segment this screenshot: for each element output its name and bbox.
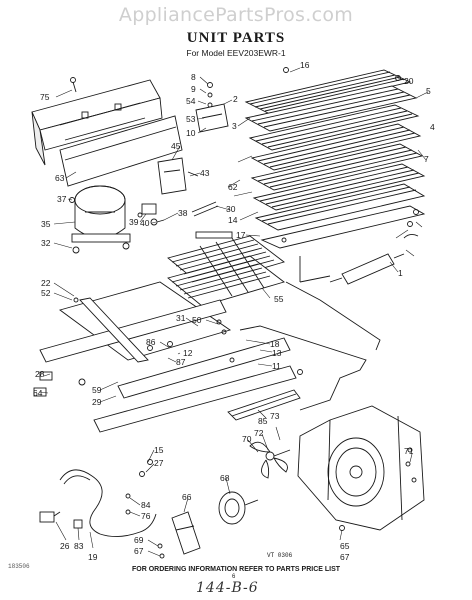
callout-label: 19 bbox=[88, 552, 98, 562]
callout-label: 13 bbox=[272, 348, 282, 358]
callout-label: 76 bbox=[141, 511, 151, 521]
callout-label: 66 bbox=[182, 492, 192, 502]
drier-drawing bbox=[157, 157, 199, 195]
callout-label: 29 bbox=[92, 397, 102, 407]
relay-drawing bbox=[195, 103, 229, 133]
heat-exchanger-drawing bbox=[329, 233, 419, 285]
drain-trough-drawing bbox=[227, 389, 301, 421]
callout-label: 67 bbox=[340, 552, 350, 562]
fan-shroud-drawing bbox=[297, 405, 425, 531]
callout-label: 38 bbox=[178, 208, 188, 218]
callout-label: 63 bbox=[55, 173, 65, 183]
callout-label: 45 bbox=[171, 141, 181, 151]
callout-label: 54 bbox=[186, 96, 196, 106]
callout-label: 18 bbox=[270, 339, 280, 349]
compressor-drawing bbox=[71, 185, 131, 254]
callout-label: 75 bbox=[40, 92, 50, 102]
callout-label: 59 bbox=[92, 385, 102, 395]
callout-label: 70 bbox=[242, 434, 252, 444]
callout-label: 86 bbox=[146, 337, 156, 347]
callout-label: 52 bbox=[41, 288, 51, 298]
callout-label: 37 bbox=[57, 194, 67, 204]
callout-label: 85 bbox=[258, 416, 268, 426]
callout-label: 12 bbox=[183, 348, 193, 358]
callout-label: 69 bbox=[134, 535, 144, 545]
callout-label: 30 bbox=[226, 204, 236, 214]
callout-label: 5 bbox=[426, 86, 431, 96]
callout-label: 22 bbox=[41, 278, 51, 288]
callout-label: 71 bbox=[404, 446, 414, 456]
callout-labels: 75 8 9 54 53 10 2 3 16 20 5 4 7 45 43 63… bbox=[33, 60, 435, 562]
fan-blade-drawing bbox=[249, 441, 291, 479]
callout-label: 39 bbox=[129, 217, 139, 227]
condenser-coil-drawing bbox=[244, 69, 426, 283]
callout-label: 27 bbox=[154, 458, 164, 468]
callout-label: 67 bbox=[134, 546, 144, 556]
callout-label: 15 bbox=[154, 445, 164, 455]
drawing-code: VT 0306 bbox=[267, 552, 293, 559]
callout-label: 83 bbox=[74, 541, 84, 551]
callout-label: 10 bbox=[186, 128, 196, 138]
tube-drawing bbox=[191, 201, 219, 217]
callout-label: 65 bbox=[340, 541, 350, 551]
callout-label: 26 bbox=[60, 541, 70, 551]
start-device-drawing bbox=[141, 203, 165, 226]
callout-label: 62 bbox=[228, 182, 238, 192]
callout-label: 9 bbox=[191, 84, 196, 94]
model-subtitle: For Model EEV203EWR-1 bbox=[186, 48, 286, 58]
literature-code: 183506 bbox=[8, 563, 30, 570]
callout-label: 1 bbox=[398, 268, 403, 278]
motor-bracket-drawing bbox=[157, 511, 201, 559]
callout-label: 53 bbox=[186, 114, 196, 124]
handwritten-note: 144-B-6 bbox=[196, 580, 259, 596]
suction-tube-drawing bbox=[239, 281, 381, 411]
callout-label: 3 bbox=[232, 121, 237, 131]
rear-panel-drawing bbox=[31, 79, 163, 166]
callout-label: 8 bbox=[191, 72, 196, 82]
callout-label: 64 bbox=[33, 388, 43, 398]
callout-label: 20 bbox=[404, 76, 414, 86]
base-frame-drawing bbox=[39, 281, 303, 433]
callout-label: 16 bbox=[300, 60, 310, 70]
page-number: 6 bbox=[232, 574, 236, 580]
callout-label: 2 bbox=[233, 94, 238, 104]
callout-label: 28 bbox=[35, 369, 45, 379]
callout-label: 17 bbox=[236, 230, 246, 240]
callout-label: 14 bbox=[228, 215, 238, 225]
callout-label: 87 bbox=[176, 357, 186, 367]
callout-label: 84 bbox=[141, 500, 151, 510]
evaporator-coil-drawing bbox=[167, 231, 285, 307]
fan-motor-drawing bbox=[218, 491, 259, 525]
misc-hardware-drawing bbox=[216, 67, 419, 531]
callout-label: 35 bbox=[41, 219, 51, 229]
cover-panel-drawing bbox=[59, 115, 183, 187]
callout-label: 32 bbox=[41, 238, 51, 248]
callout-label: 40 bbox=[140, 218, 150, 228]
watermark: AppliancePartsPros.com bbox=[118, 4, 354, 26]
callout-label: 11 bbox=[272, 361, 281, 371]
screws-drawing bbox=[69, 77, 213, 303]
ordering-info-footer: FOR ORDERING INFORMATION REFER TO PARTS … bbox=[131, 566, 341, 573]
callout-label: 4 bbox=[430, 122, 435, 132]
callout-label: 72 bbox=[254, 428, 264, 438]
callout-label: 31 bbox=[176, 313, 186, 323]
callout-label: 73 bbox=[270, 411, 280, 421]
diagram-title: UNIT PARTS bbox=[186, 30, 286, 46]
callout-label: 55 bbox=[274, 294, 284, 304]
leader-lines bbox=[39, 67, 429, 557]
callout-label: 50 bbox=[192, 315, 202, 325]
callout-label: 43 bbox=[200, 168, 210, 178]
callout-label: 68 bbox=[220, 473, 230, 483]
callout-label: 7 bbox=[424, 154, 429, 164]
